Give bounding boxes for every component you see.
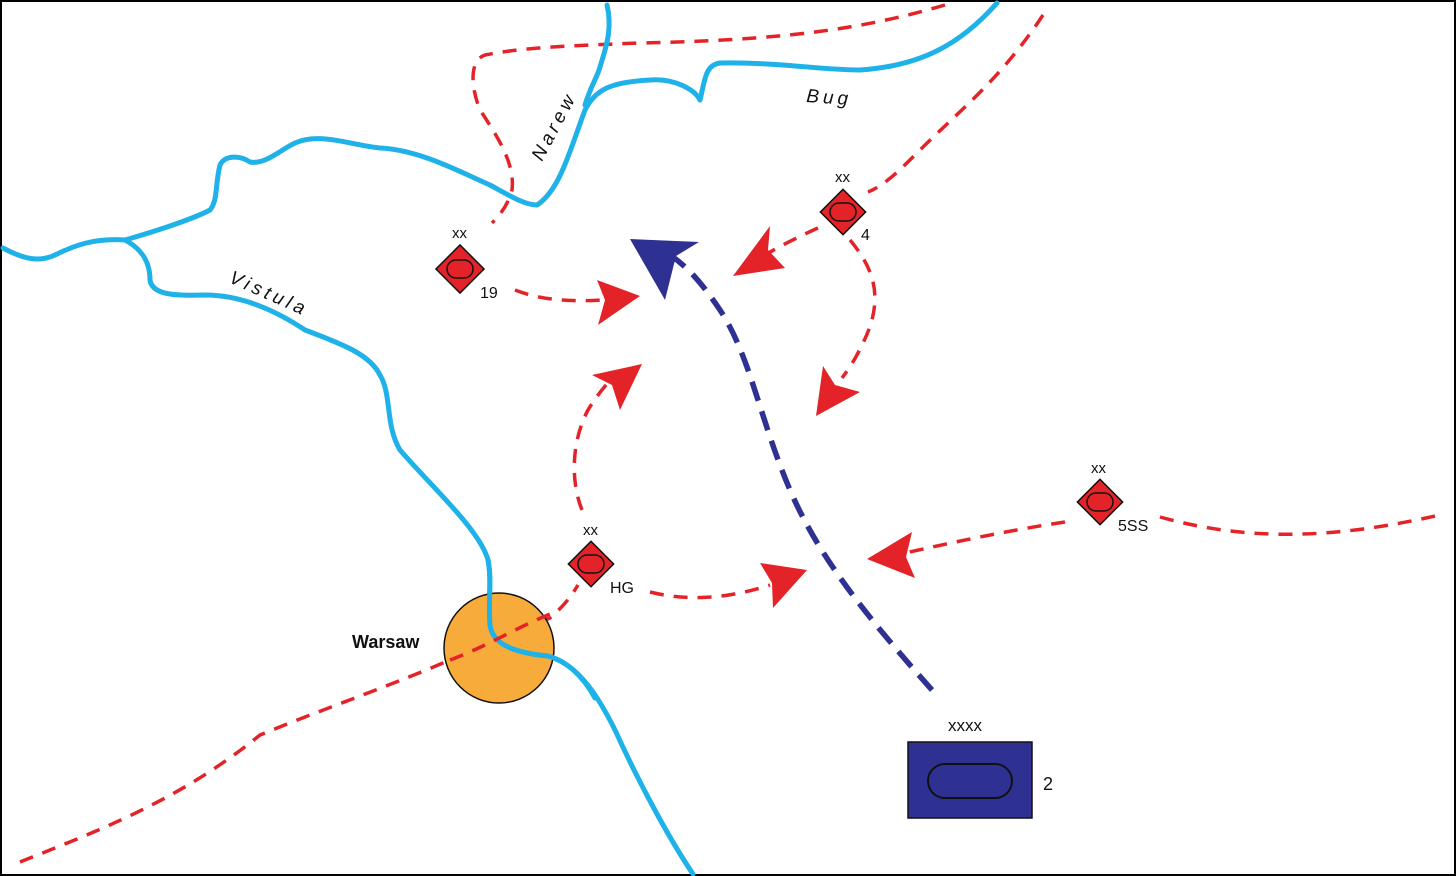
- arrowhead-hg-north: [592, 364, 642, 410]
- german-route-19-east: [514, 288, 603, 303]
- unit-designation: 5SS: [1118, 518, 1148, 535]
- unit-echelon: xxxx: [948, 716, 983, 735]
- arrowhead-5ss: [867, 532, 915, 578]
- river-vistula-over-city: [485, 557, 598, 701]
- soviet-route: [668, 252, 935, 692]
- unit-echelon: xx: [452, 225, 468, 242]
- river-label-bug: Bug: [806, 86, 853, 110]
- unit-symbol: [819, 188, 867, 236]
- unit-5ss[interactable]: xx 5SS: [1076, 460, 1148, 535]
- city-label: Warsaw: [352, 632, 420, 652]
- german-route-hg-north: [572, 376, 614, 511]
- german-route-northeast: [867, 14, 1045, 194]
- arrowhead-4-south: [816, 366, 860, 416]
- german-route-5ss-west: [904, 520, 1066, 555]
- arrowhead-19: [597, 280, 640, 325]
- unit-designation: HG: [610, 580, 634, 597]
- armor-oval: [829, 202, 857, 222]
- unit-echelon: xx: [583, 522, 599, 539]
- armor-oval: [927, 763, 1013, 799]
- unit-19[interactable]: xx 19: [434, 225, 498, 302]
- unit-symbol: [1076, 478, 1124, 526]
- unit-symbol: [567, 540, 615, 588]
- arrowhead-4-west: [733, 226, 785, 276]
- armor-oval: [446, 259, 474, 279]
- unit-4[interactable]: xx 4: [819, 169, 870, 244]
- soviet-arrowhead: [630, 239, 699, 300]
- german-arrowheads: [592, 226, 915, 608]
- german-route-warsaw-southwest: [19, 658, 451, 864]
- unit-hg[interactable]: xx HG: [567, 522, 634, 597]
- german-route-over-city: [449, 610, 556, 662]
- armor-oval: [1086, 492, 1114, 512]
- unit-symbol: [907, 741, 1033, 819]
- unit-echelon: xx: [835, 169, 851, 186]
- german-route-north-loop: [471, 3, 946, 225]
- city-warsaw[interactable]: Warsaw: [352, 592, 555, 704]
- soviet-unit-2[interactable]: xxxx 2: [907, 716, 1053, 819]
- unit-designation: 2: [1043, 774, 1053, 794]
- river-north-trunk: [122, 0, 1000, 243]
- city-marker: [443, 592, 555, 704]
- arrowhead-hg-east: [760, 563, 807, 608]
- unit-designation: 19: [480, 285, 498, 302]
- unit-designation: 4: [861, 227, 870, 244]
- river-narew-branch: [582, 2, 612, 108]
- german-route-hg-east: [649, 583, 771, 600]
- unit-symbol: [434, 243, 486, 295]
- german-route-5ss-east: [1159, 513, 1441, 536]
- armor-oval: [577, 554, 605, 574]
- unit-echelon: xx: [1091, 460, 1107, 477]
- german-route-4-south: [840, 238, 877, 380]
